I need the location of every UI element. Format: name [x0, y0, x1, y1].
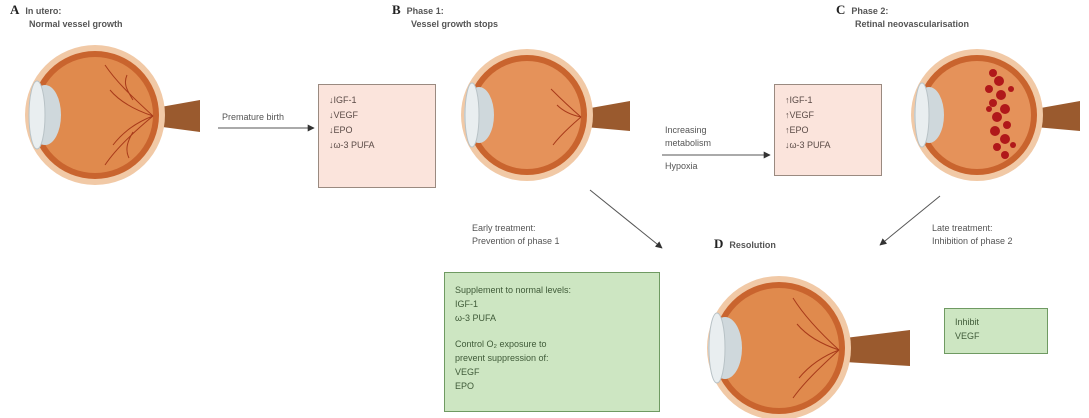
note-early-treatment: Early treatment: Prevention of phase 1	[472, 222, 560, 248]
supplement-line: VEGF	[455, 365, 649, 379]
note-premature-birth: Premature birth	[222, 111, 284, 124]
arrow-early-treatment	[590, 190, 662, 248]
inhibit-box: Inhibit VEGF	[944, 308, 1048, 354]
supplement-gap	[455, 325, 649, 337]
phase2-factor: ↑EPO	[785, 123, 871, 138]
note-late-title: Late treatment:	[932, 222, 1013, 235]
supplement-line: Control O₂ exposure to	[455, 337, 649, 351]
phase1-factor: ↓ω-3 PUFA	[329, 138, 425, 153]
supplement-line: IGF-1	[455, 297, 649, 311]
note-hypoxia: Hypoxia	[665, 160, 698, 173]
note-increasing: Increasing	[665, 124, 711, 137]
inhibit-line: Inhibit	[955, 315, 1037, 329]
supplement-line: ω-3 PUFA	[455, 311, 649, 325]
supplement-box: Supplement to normal levels: IGF-1 ω-3 P…	[444, 272, 660, 412]
note-late-treatment: Late treatment: Inhibition of phase 2	[932, 222, 1013, 248]
phase1-factors-box: ↓IGF-1 ↓VEGF ↓EPO ↓ω-3 PUFA	[318, 84, 436, 188]
note-early-title: Early treatment:	[472, 222, 560, 235]
phase1-factor: ↓EPO	[329, 123, 425, 138]
note-increasing-metabolism: Increasing metabolism	[665, 124, 711, 150]
supplement-line: Supplement to normal levels:	[455, 283, 649, 297]
phase1-factor: ↓VEGF	[329, 108, 425, 123]
phase2-factor: ↑IGF-1	[785, 93, 871, 108]
arrow-late-treatment	[880, 196, 940, 245]
phase1-factor: ↓IGF-1	[329, 93, 425, 108]
note-early-desc: Prevention of phase 1	[472, 235, 560, 248]
supplement-line: prevent suppression of:	[455, 351, 649, 365]
note-late-desc: Inhibition of phase 2	[932, 235, 1013, 248]
supplement-line: EPO	[455, 379, 649, 393]
phase2-factor: ↑VEGF	[785, 108, 871, 123]
inhibit-line: VEGF	[955, 329, 1037, 343]
phase2-factor: ↓ω-3 PUFA	[785, 138, 871, 153]
note-metabolism: metabolism	[665, 137, 711, 150]
phase2-factors-box: ↑IGF-1 ↑VEGF ↑EPO ↓ω-3 PUFA	[774, 84, 882, 176]
